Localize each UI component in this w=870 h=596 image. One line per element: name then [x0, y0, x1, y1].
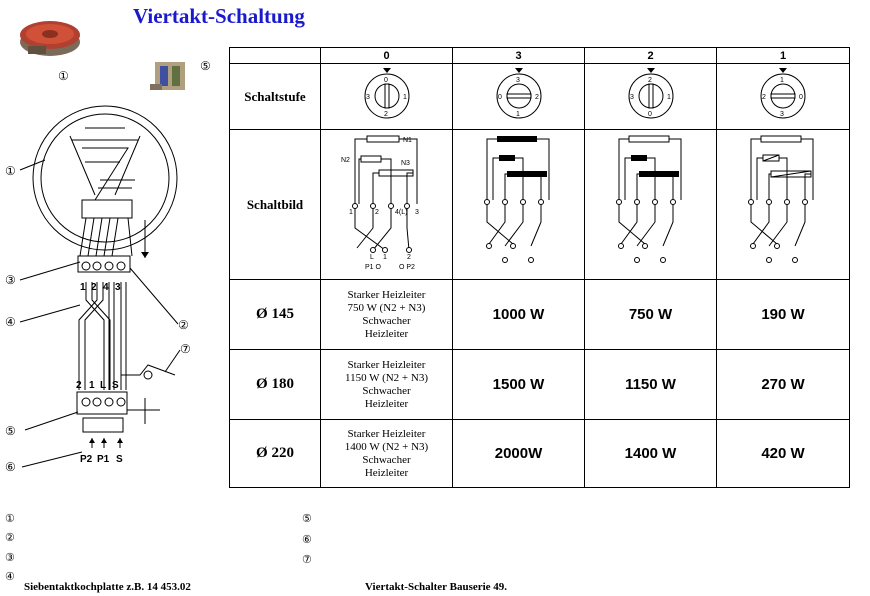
watt-145-stufe2: 750 W	[584, 279, 717, 350]
diameter-145: Ø 145	[229, 279, 321, 350]
page-title: Viertakt-Schaltung	[133, 4, 305, 28]
svg-text:1: 1	[780, 77, 784, 84]
dial-3: 3 2 1 0	[452, 63, 585, 130]
callout-2: ②	[178, 318, 189, 332]
svg-text:N2: N2	[341, 157, 350, 164]
callout-6: ⑥	[5, 460, 16, 474]
svg-text:0: 0	[648, 111, 652, 118]
switching-table: 0 3 2 1 Schaltstufe 0 1 2 3 3	[229, 47, 850, 488]
schaltbild-2	[584, 129, 717, 280]
schaltbild-1	[716, 129, 850, 280]
hotplate-wiring-illustration: ① ⑤ ① ③ ④ ⑤	[5, 21, 211, 474]
svg-text:2: 2	[384, 111, 388, 118]
svg-text:L: L	[370, 254, 374, 261]
terminal-top-1: 1	[80, 282, 86, 293]
svg-text:N3: N3	[401, 160, 410, 167]
svg-text:0: 0	[498, 94, 502, 101]
svg-text:0: 0	[384, 77, 388, 84]
callout-7: ⑦	[180, 342, 191, 356]
legend-num-2: ②	[5, 532, 15, 544]
legend-num-1: ①	[5, 513, 15, 525]
watt-220-stufe3: 2000W	[452, 419, 585, 488]
switch-photo	[150, 62, 185, 90]
watt-145-stufe1: 190 W	[716, 279, 850, 350]
col-header-0: 0	[320, 47, 453, 64]
watt-180-stufe3: 1500 W	[452, 349, 585, 420]
svg-text:3: 3	[366, 94, 370, 101]
svg-text:N1: N1	[403, 137, 412, 144]
callout-1: ①	[5, 164, 16, 178]
watt-180-stufe2: 1150 W	[584, 349, 717, 420]
photo-label-5: ⑤	[200, 59, 211, 73]
schaltbild-3	[452, 129, 585, 280]
legend-num-7: ⑦	[302, 554, 312, 566]
terminal-switch-L: L	[100, 380, 106, 391]
watt-220-stufe2: 1400 W	[584, 419, 717, 488]
label-s: S	[116, 454, 123, 465]
row-label-schaltbild: Schaltbild	[229, 129, 321, 280]
svg-text:1: 1	[403, 94, 407, 101]
legend-num-4: ④	[5, 571, 15, 583]
terminal-top-3: 3	[115, 282, 121, 293]
caption-switch: Viertakt-Schalter Bauserie 49.	[365, 581, 508, 593]
row-label-schaltstufe: Schaltstufe	[229, 63, 321, 130]
terminal-switch-1: 1	[89, 380, 95, 391]
col-header-1: 1	[716, 47, 850, 64]
svg-text:1: 1	[516, 111, 520, 118]
svg-text:2: 2	[375, 209, 379, 216]
svg-text:3: 3	[415, 209, 419, 216]
callout-5: ⑤	[5, 424, 16, 438]
svg-text:0: 0	[799, 94, 803, 101]
callout-3: ③	[5, 273, 16, 287]
label-p1: P1	[97, 454, 110, 465]
diameter-180: Ø 180	[229, 349, 321, 420]
svg-text:4(L): 4(L)	[395, 209, 407, 216]
svg-text:2: 2	[762, 94, 766, 101]
legend-num-3: ③	[5, 552, 15, 564]
dial-1: 1 0 3 2	[716, 63, 850, 130]
caption-hotplate: Siebentaktkochplatte z.B. 14 453.02	[24, 581, 191, 593]
svg-text:1: 1	[349, 209, 353, 216]
terminal-top-2: 2	[91, 282, 97, 293]
photo-label-1: ①	[58, 69, 69, 83]
svg-text:O P2: O P2	[399, 264, 415, 271]
diameter-220: Ø 220	[229, 419, 321, 488]
svg-text:2: 2	[535, 94, 539, 101]
terminal-switch-S: S	[112, 380, 119, 391]
svg-text:2: 2	[407, 254, 411, 261]
svg-text:2: 2	[648, 77, 652, 84]
svg-text:3: 3	[780, 111, 784, 118]
terminal-switch-2: 2	[76, 380, 82, 391]
dial-0: 0 1 2 3	[320, 63, 453, 130]
svg-text:1: 1	[667, 94, 671, 101]
watt-145-stufe3: 1000 W	[452, 279, 585, 350]
dial-2: 2 1 0 3	[584, 63, 717, 130]
schaltbild-0: N1 N2 N3 1 2 4(L) 3 L 1 2 P1 O O P2	[320, 129, 453, 280]
terminal-top-4: 4	[103, 282, 109, 293]
watt-180-stufe1: 270 W	[716, 349, 850, 420]
watt-220-stufe1: 420 W	[716, 419, 850, 488]
col-header-3: 3	[452, 47, 585, 64]
svg-text:3: 3	[516, 77, 520, 84]
callout-4: ④	[5, 315, 16, 329]
svg-text:P1 O: P1 O	[365, 264, 382, 271]
legend-num-6: ⑥	[302, 534, 312, 546]
hotplate-photo	[20, 21, 80, 56]
label-p2: P2	[80, 454, 93, 465]
col-header-2: 2	[584, 47, 717, 64]
svg-text:1: 1	[383, 254, 387, 261]
legend-num-5: ⑤	[302, 513, 312, 525]
svg-text:3: 3	[630, 94, 634, 101]
